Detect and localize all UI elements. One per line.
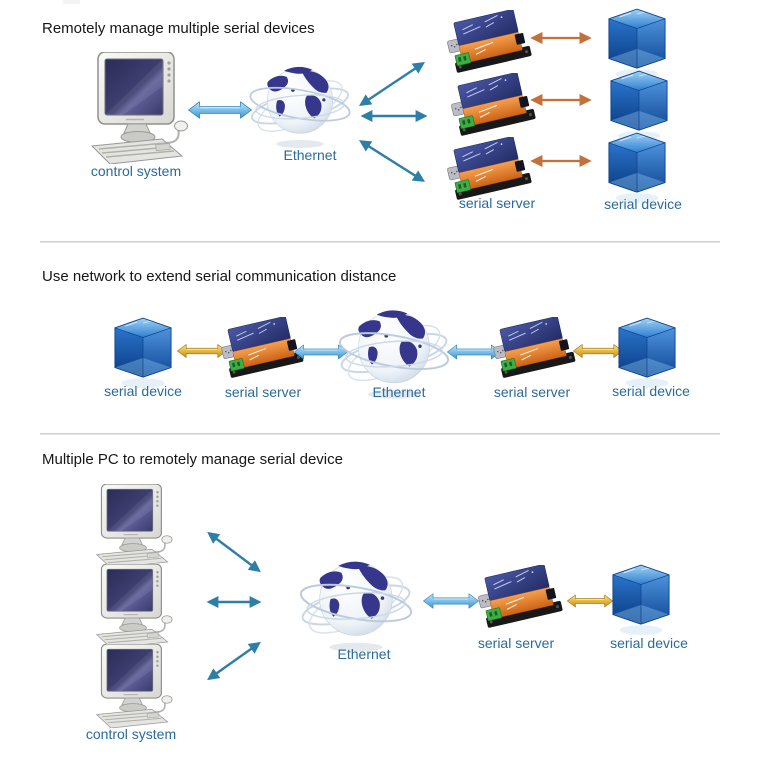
ethernet-globe-icon [297,554,415,656]
gold-double-arrow-icon [566,594,614,608]
teal-double-arrow-icon [207,641,261,681]
section-title: Multiple PC to remotely manage serial de… [42,451,343,468]
section-divider [40,241,720,243]
serial-server-label: serial server [477,635,555,651]
section-title: Use network to extend serial communicati… [42,268,397,285]
teal-double-arrow-icon [359,62,425,106]
serial-server-label: serial server [493,384,571,400]
teal-double-arrow-icon [207,531,261,573]
pc-icon [92,484,174,568]
serial-device-label: serial device [612,383,690,399]
pc-icon [92,644,174,728]
section-divider [40,433,720,435]
serial-server-icon [492,317,578,383]
teal-double-arrow-icon [358,140,426,182]
ethernet-label: Ethernet [337,646,391,662]
serial-server-icon [477,565,565,633]
serial-server-icon [450,73,538,141]
top-artifact [63,0,80,4]
pc-icon [86,52,190,164]
control-system-label: control system [85,726,177,742]
serial-device-cube-icon [606,130,668,206]
teal-double-arrow-icon [206,596,262,608]
orange-double-arrow-icon [530,31,592,45]
serial-device-cube-icon [616,315,678,391]
orange-double-arrow-icon [530,93,592,107]
serial-device-label: serial device [610,635,688,651]
ethernet-label: Ethernet [283,147,337,163]
serial-server-label: serial server [458,195,536,211]
serial-device-cube-icon [610,562,672,638]
serial-device-cube-icon [112,315,174,391]
section-title: Remotely manage multiple serial devices [42,20,315,37]
pc-icon [92,564,174,648]
blue-double-arrow-icon [187,101,253,119]
orange-double-arrow-icon [530,154,592,168]
control-system-label: control system [90,163,182,179]
serial-server-label: serial server [224,384,302,400]
ethernet-label: Ethernet [372,384,426,400]
serial-device-label: serial device [104,383,182,399]
blue-double-arrow-icon [422,593,480,609]
teal-double-arrow-icon [360,110,428,122]
ethernet-globe-icon [247,60,353,152]
serial-server-icon [446,10,534,78]
serial-device-label: serial device [604,196,682,212]
